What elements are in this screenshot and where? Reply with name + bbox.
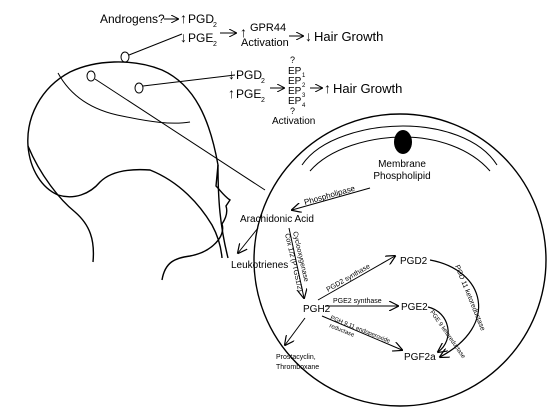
phospholipid-label: Phospholipid (373, 171, 430, 182)
follicle-circle-side (86, 70, 96, 82)
ep4-label: EP (288, 96, 302, 107)
face-profile (70, 62, 218, 165)
leukotrienes-label: Leukotrienes (231, 260, 288, 271)
ep1-label: EP (288, 66, 302, 77)
leukotrienes-arrow (238, 227, 259, 253)
gpr44-label: GPR44 (250, 22, 286, 34)
pgd2-label: PGD2 (400, 256, 428, 267)
ep2-sub: 2 (302, 83, 306, 89)
follicle-circle-lower (134, 82, 144, 94)
phospholipase-arrow (292, 187, 371, 210)
pgh2-label: PGH2 (303, 304, 331, 315)
face-front (161, 164, 231, 281)
top-activation-label: Activation (241, 37, 289, 49)
pgf2a-label: PGF2a (404, 352, 436, 363)
top-pge-sub: 2 (213, 41, 217, 48)
ep2-label: EP (288, 76, 302, 87)
phospholipase-label: Phospholipase (303, 184, 356, 207)
top-pgd-label: PGD (188, 12, 214, 26)
mid-pgd-label: PGD (236, 68, 262, 82)
pge-ketoreductase-curve (427, 306, 449, 352)
mid-up-arrow: ↑ (228, 85, 235, 101)
mid-hair-growth: Hair Growth (333, 81, 402, 96)
mid-down-arrow: ↓ (228, 66, 235, 82)
pgd2-synthase-arrow (317, 256, 395, 301)
membrane-label: Membrane (378, 159, 426, 170)
connector-top (128, 33, 183, 56)
cyclooxygenase-arrow (288, 227, 304, 298)
top-pge-label: PGE (188, 31, 213, 45)
top-pgd-sub: 2 (213, 22, 217, 29)
mid-pgd-sub: 2 (261, 78, 265, 85)
androgens-label: Androgens? (100, 12, 165, 26)
membrane-arc-outer (301, 125, 498, 166)
ep-question-top: ? (290, 55, 295, 65)
hairline (57, 72, 191, 124)
pgd-ketoreductase-label: PGD 11 ketoreductase (453, 264, 486, 332)
cell-boundary (253, 113, 547, 407)
top-receptor-up: ↑ (240, 24, 247, 40)
head-back (27, 145, 95, 263)
ep3-label: EP (288, 86, 302, 97)
mid-activation-label: Activation (272, 116, 315, 127)
connector-middle (142, 74, 236, 87)
ep1-sub: 1 (302, 73, 306, 79)
arachidonic-acid-label: Arachidonic Acid (240, 214, 314, 225)
ep3-sub: 3 (302, 93, 306, 99)
membrane-protein (394, 130, 412, 154)
prostacyclin-label: Prostacyclin, (276, 354, 316, 361)
connector-to-cell (94, 78, 266, 191)
pgd2-synthase-label: PGD2 synthase (326, 263, 372, 294)
thromboxane-label: Thromboxane (276, 364, 319, 371)
pgd-ketoreductase-curve (429, 259, 480, 357)
ep4-sub: 4 (302, 103, 306, 109)
ep-question-bottom: ? (290, 106, 295, 116)
follicle-circle-top (120, 51, 130, 63)
pge2-label: PGE2 (401, 302, 428, 313)
top-down-arrow: ↓ (180, 29, 187, 45)
mid-pge-label: PGE (236, 87, 261, 101)
head-outline (27, 61, 229, 259)
top-hair-down: ↓ (305, 28, 312, 44)
mid-hair-up: ↑ (324, 80, 331, 96)
top-up-arrow: ↑ (180, 10, 187, 26)
mid-pge-sub: 2 (261, 97, 265, 104)
top-hair-growth: Hair Growth (314, 29, 383, 44)
pgh-reductase-arrow (321, 315, 402, 350)
pge2-synthase-label: PGE2 synthase (333, 298, 382, 305)
prostacyclin-arrow (285, 317, 306, 345)
